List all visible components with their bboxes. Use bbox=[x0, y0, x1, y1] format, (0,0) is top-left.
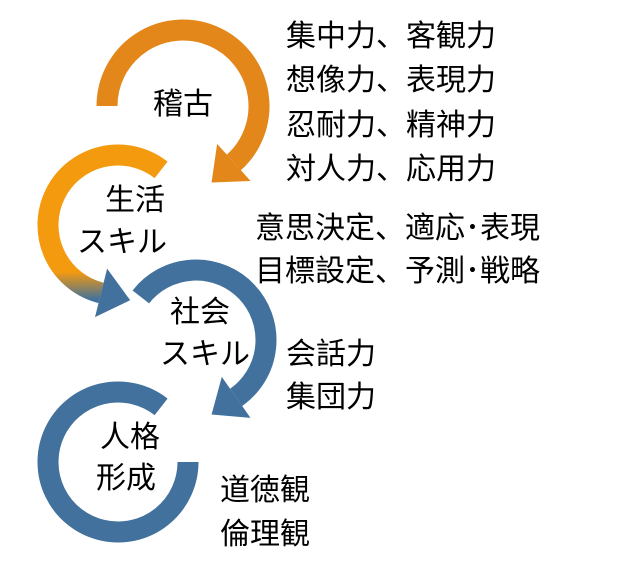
stage-personality-line2: 形成 bbox=[96, 461, 156, 496]
desc-life-2: 目標設定、予測･戦略 bbox=[255, 254, 540, 289]
desc-keiko-4: 対人力、応用力 bbox=[286, 152, 496, 187]
keiko-arrowhead-icon bbox=[211, 143, 251, 183]
stage-life-skill-line2: スキル bbox=[77, 225, 167, 260]
life-skill-arrowhead-icon bbox=[95, 268, 131, 318]
social-skill-arc bbox=[132, 259, 277, 406]
social-skill-arrowhead-icon bbox=[211, 376, 251, 418]
desc-social-2: 集団力 bbox=[286, 380, 376, 415]
personality-arc bbox=[37, 381, 199, 543]
desc-personality-2: 倫理観 bbox=[220, 517, 310, 552]
desc-keiko-1: 集中力、客観力 bbox=[286, 19, 496, 54]
life-skill-arc bbox=[37, 144, 168, 304]
stage-life-skill-line1: 生活 bbox=[105, 183, 165, 218]
desc-keiko-3: 忍耐力、精神力 bbox=[286, 108, 496, 143]
stage-keiko: 稽古 bbox=[153, 87, 213, 122]
stage-social-skill-line2: スキル bbox=[160, 337, 250, 372]
keiko-arc bbox=[96, 19, 270, 171]
desc-personality-1: 道徳観 bbox=[220, 473, 310, 508]
desc-life-1: 意思決定、適応･表現 bbox=[255, 211, 540, 246]
desc-social-1: 会話力 bbox=[286, 337, 376, 372]
desc-keiko-2: 想像力、表現力 bbox=[286, 63, 496, 98]
stage-personality-line1: 人格 bbox=[100, 420, 160, 455]
stage-social-skill-line1: 社会 bbox=[170, 295, 230, 330]
